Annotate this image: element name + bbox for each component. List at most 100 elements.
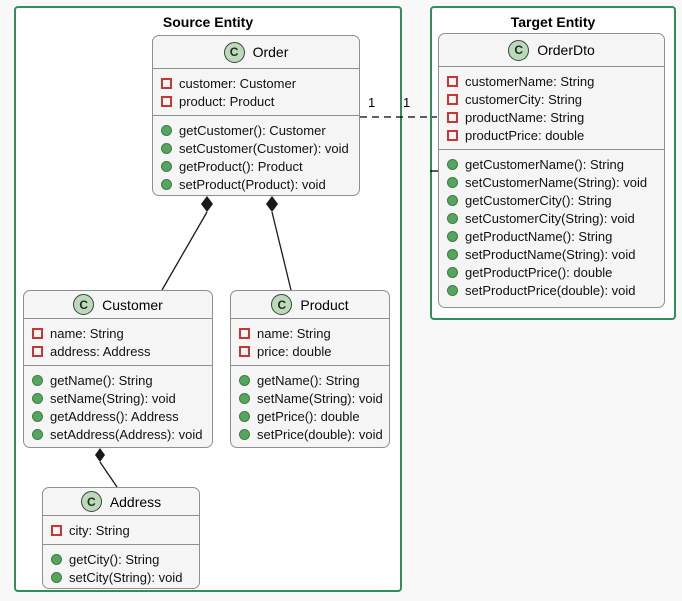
class-address-attributes: city: String — [43, 516, 199, 544]
class-name: Product — [300, 296, 349, 313]
method-text: getProductPrice(): double — [465, 264, 613, 280]
field-icon — [447, 129, 458, 141]
attribute-row: customer: Customer — [153, 74, 359, 92]
method-row: getPrice(): double — [231, 407, 389, 425]
method-text: getName(): String — [257, 372, 360, 388]
method-row: getCity(): String — [43, 550, 199, 568]
class-customer: C Customer name: String address: Address… — [23, 290, 213, 448]
method-text: getProductName(): String — [465, 228, 613, 244]
method-text: getCustomerName(): String — [465, 156, 624, 172]
method-row: getName(): String — [24, 371, 212, 389]
method-icon — [447, 212, 458, 224]
class-order-methods: getCustomer(): Customer setCustomer(Cust… — [153, 115, 359, 195]
method-icon — [51, 571, 62, 583]
method-text: getProduct(): Product — [179, 158, 303, 174]
field-icon — [161, 77, 172, 89]
method-icon — [447, 230, 458, 242]
attribute-row: productName: String — [439, 108, 664, 126]
method-text: getCity(): String — [69, 551, 160, 567]
method-icon — [447, 266, 458, 278]
attribute-text: productPrice: double — [465, 127, 585, 143]
class-product-attributes: name: String price: double — [231, 319, 389, 365]
method-icon — [32, 428, 43, 440]
class-address: C Address city: String getCity(): String… — [42, 487, 200, 589]
method-row: setCustomerName(String): void — [439, 173, 664, 191]
attribute-text: price: double — [257, 343, 332, 359]
frame-target-title: Target Entity — [510, 14, 596, 30]
class-product-methods: getName(): String setName(String): void … — [231, 365, 389, 447]
class-product-header: C Product — [231, 291, 389, 319]
method-text: setName(String): void — [257, 390, 383, 406]
method-row: getProductPrice(): double — [439, 263, 664, 281]
method-text: getName(): String — [50, 372, 153, 388]
method-icon — [239, 428, 250, 440]
method-icon — [239, 374, 250, 386]
method-text: setAddress(Address): void — [50, 426, 203, 442]
method-text: setCity(String): void — [69, 569, 183, 585]
class-orderdto-header: C OrderDto — [439, 34, 664, 67]
method-row: getAddress(): Address — [24, 407, 212, 425]
method-icon — [447, 284, 458, 296]
class-customer-methods: getName(): String setName(String): void … — [24, 365, 212, 447]
attribute-text: city: String — [69, 522, 130, 538]
class-orderdto-attributes: customerName: String customerCity: Strin… — [439, 67, 664, 149]
class-order-attributes: customer: Customer product: Product — [153, 69, 359, 115]
class-name: OrderDto — [537, 42, 595, 58]
method-icon — [161, 142, 172, 154]
method-row: getName(): String — [231, 371, 389, 389]
field-icon — [447, 93, 458, 105]
method-row: setCustomer(Customer): void — [153, 139, 359, 157]
attribute-text: address: Address — [50, 343, 151, 359]
method-icon — [51, 553, 62, 565]
multiplicity-orderdto-side: 1 — [403, 95, 411, 110]
method-text: setProduct(Product): void — [179, 176, 326, 192]
method-row: setProductPrice(double): void — [439, 281, 664, 299]
method-text: setCustomerName(String): void — [465, 174, 648, 190]
class-name: Customer — [102, 296, 163, 313]
attribute-text: productName: String — [465, 109, 585, 125]
class-address-header: C Address — [43, 488, 199, 516]
method-text: setProductName(String): void — [465, 246, 636, 262]
attribute-row: name: String — [231, 324, 389, 342]
class-customer-attributes: name: String address: Address — [24, 319, 212, 365]
attribute-text: customerCity: String — [465, 91, 583, 107]
method-row: setPrice(double): void — [231, 425, 389, 443]
class-customer-header: C Customer — [24, 291, 212, 319]
attribute-text: customerName: String — [465, 73, 595, 89]
class-orderdto: C OrderDto customerName: String customer… — [438, 33, 665, 308]
class-icon: C — [508, 39, 530, 61]
method-row: setCity(String): void — [43, 568, 199, 586]
method-icon — [161, 178, 172, 190]
method-row: setName(String): void — [24, 389, 212, 407]
method-row: setName(String): void — [231, 389, 389, 407]
field-icon — [32, 327, 43, 339]
method-icon — [161, 124, 172, 136]
attribute-text: name: String — [50, 325, 124, 341]
method-text: setName(String): void — [50, 390, 176, 406]
multiplicity-order-side: 1 — [368, 95, 376, 110]
field-icon — [239, 327, 250, 339]
method-text: getAddress(): Address — [50, 408, 179, 424]
method-icon — [32, 392, 43, 404]
field-icon — [447, 75, 458, 87]
method-row: getProduct(): Product — [153, 157, 359, 175]
attribute-row: customerCity: String — [439, 90, 664, 108]
class-name: Order — [252, 44, 289, 60]
attribute-row: customerName: String — [439, 72, 664, 90]
method-text: setCustomerCity(String): void — [465, 210, 635, 226]
class-icon: C — [80, 491, 102, 512]
attribute-text: product: Product — [179, 93, 275, 109]
field-icon — [447, 111, 458, 123]
method-icon — [447, 158, 458, 170]
method-icon — [239, 392, 250, 404]
method-row: getCustomerCity(): String — [439, 191, 664, 209]
class-orderdto-methods: getCustomerName(): String setCustomerNam… — [439, 149, 664, 307]
class-product: C Product name: String price: double get… — [230, 290, 390, 448]
class-icon: C — [271, 294, 293, 315]
attribute-row: productPrice: double — [439, 126, 664, 144]
method-icon — [239, 410, 250, 422]
method-icon — [447, 176, 458, 188]
method-icon — [32, 374, 43, 386]
method-text: setPrice(double): void — [257, 426, 383, 442]
